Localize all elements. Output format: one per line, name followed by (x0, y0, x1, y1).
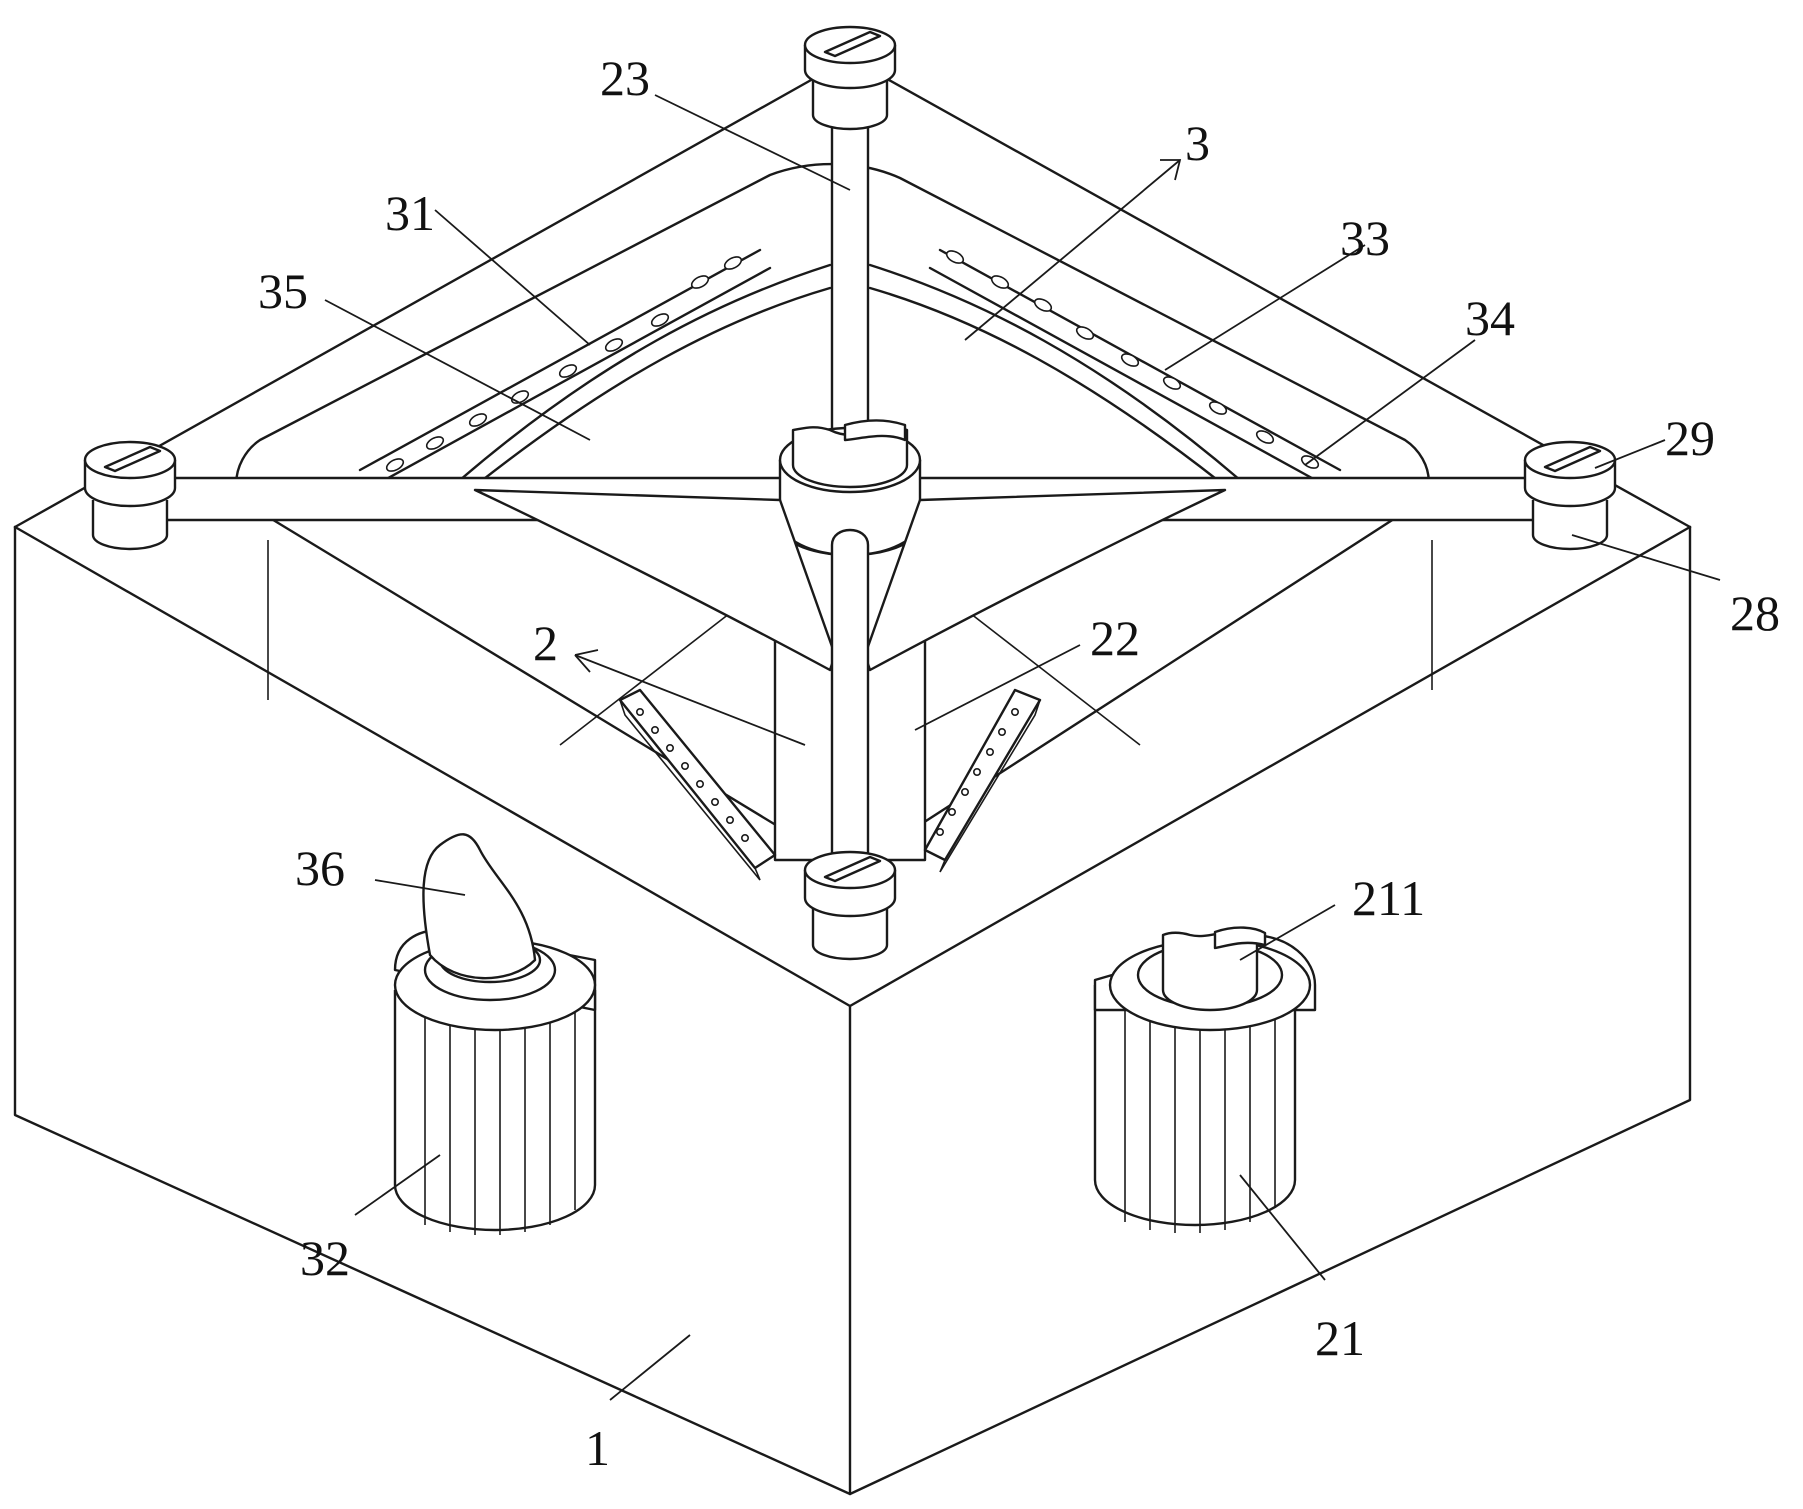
fastener-top (803, 25, 897, 131)
spray-pipe-right (928, 248, 1342, 490)
swept-blades (473, 488, 1227, 672)
label-23: 23 (600, 50, 650, 106)
leader-lines (324, 94, 1721, 1401)
label-29: 29 (1665, 410, 1715, 466)
perforated-scraper-right (923, 688, 1042, 873)
spray-pipe-left (358, 248, 772, 490)
label-2: 2 (533, 615, 558, 671)
reference-numerals: 23 3 31 33 35 34 29 28 2 22 36 211 32 21… (258, 50, 1780, 1476)
label-3: 3 (1185, 115, 1210, 171)
label-28: 28 (1730, 585, 1780, 641)
perforated-scraper-left (618, 688, 777, 881)
fastener-right (1523, 440, 1617, 551)
label-22: 22 (1090, 610, 1140, 666)
wiper-blades (458, 263, 1242, 484)
label-35: 35 (258, 263, 308, 319)
label-211: 211 (1352, 870, 1425, 926)
label-31: 31 (385, 185, 435, 241)
motor-left (393, 833, 597, 1235)
label-1: 1 (585, 1420, 610, 1476)
front-arm (830, 528, 870, 872)
label-21: 21 (1315, 1310, 1365, 1366)
motor-right (1093, 926, 1317, 1233)
fastener-front (803, 850, 897, 961)
fastener-left (83, 440, 177, 551)
label-32: 32 (300, 1230, 350, 1286)
label-36: 36 (295, 840, 345, 896)
label-34: 34 (1465, 290, 1515, 346)
label-33: 33 (1340, 210, 1390, 266)
